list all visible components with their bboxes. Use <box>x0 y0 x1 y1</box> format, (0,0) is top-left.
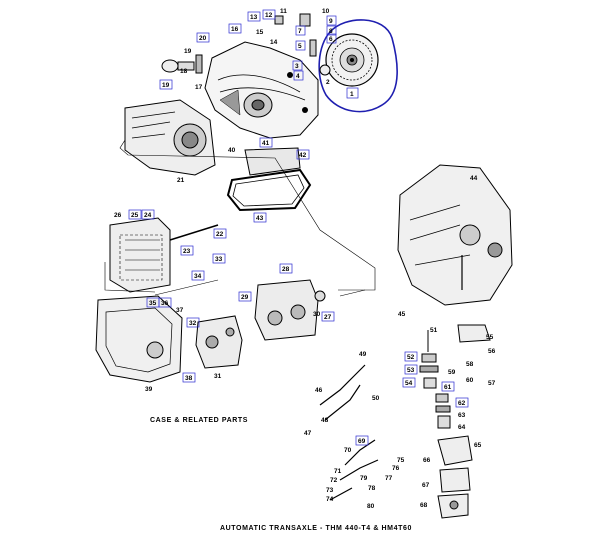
part-label: 49 <box>359 351 367 358</box>
part-label: 79 <box>360 475 368 482</box>
part-label: 11 <box>280 8 287 15</box>
part-label: 65 <box>474 442 482 449</box>
section-caption: CASE & RELATED PARTS <box>150 417 248 424</box>
part-label: 80 <box>367 503 375 510</box>
part-label: 12 <box>265 12 273 19</box>
servo-assembly-drawing <box>195 315 243 369</box>
part-label: 50 <box>372 395 380 402</box>
part-label: 2 <box>326 79 330 86</box>
linkage-drawing <box>319 364 379 501</box>
part-label: 18 <box>180 68 188 75</box>
part-label: 20 <box>199 35 207 42</box>
highlight-loop <box>318 19 398 113</box>
part-label: 73 <box>326 487 334 494</box>
part-label: 5 <box>298 43 302 50</box>
part-label: 55 <box>486 334 494 341</box>
part-label: 71 <box>334 468 342 475</box>
part-label: 9 <box>329 18 333 25</box>
part-label: 64 <box>458 424 466 431</box>
part-label: 14 <box>270 39 278 46</box>
part-label: 39 <box>145 386 153 393</box>
part-label: 32 <box>189 320 197 327</box>
part-label: 4 <box>296 73 300 80</box>
part-label: 13 <box>250 14 258 21</box>
control-valve-body-drawing <box>109 217 219 293</box>
transaxle-case-drawing <box>204 41 319 139</box>
lower-castings-drawing <box>437 435 473 519</box>
part-label: 70 <box>344 447 352 454</box>
accumulator-housing-drawing <box>254 279 326 341</box>
part-label: 76 <box>392 465 400 472</box>
part-label: 41 <box>262 140 270 147</box>
part-label: 74 <box>326 496 334 503</box>
torque-converter-drawing <box>325 33 379 87</box>
part-label: 26 <box>114 212 122 219</box>
part-label: 7 <box>298 28 302 35</box>
part-label: 78 <box>368 485 376 492</box>
part-label: 68 <box>420 502 428 509</box>
part-label: 36 <box>161 300 169 307</box>
part-label: 42 <box>299 152 307 159</box>
part-label: 66 <box>423 457 431 464</box>
part-label: 51 <box>430 327 438 334</box>
part-label: 16 <box>231 26 239 33</box>
part-label: 19 <box>184 48 192 55</box>
part-label: 33 <box>215 256 223 263</box>
oil-pan-drawing <box>95 295 183 383</box>
part-label: 61 <box>444 384 452 391</box>
part-label: 45 <box>398 311 406 318</box>
part-label: 21 <box>177 177 185 184</box>
part-label: 63 <box>458 412 466 419</box>
part-label: 31 <box>214 373 222 380</box>
part-label: 77 <box>385 475 393 482</box>
part-label: 34 <box>194 273 202 280</box>
part-label: 15 <box>256 29 264 36</box>
part-label: 67 <box>422 482 430 489</box>
part-label: 24 <box>144 212 152 219</box>
part-label: 43 <box>256 215 264 222</box>
part-label: 19 <box>162 82 170 89</box>
part-label: 8 <box>329 28 333 35</box>
part-label: 35 <box>149 300 157 307</box>
part-label: 1 <box>350 91 354 98</box>
part-label: 57 <box>488 380 496 387</box>
part-label: 6 <box>329 36 333 43</box>
part-labels: 1 2 3 4 5 6 7 8 9 10 11 12 13 14 15 16 1… <box>114 8 496 510</box>
part-label: 62 <box>458 400 466 407</box>
part-label: 38 <box>185 375 193 382</box>
leader-lines <box>104 139 376 297</box>
part-label: 30 <box>313 311 321 318</box>
figure-title: AUTOMATIC TRANSAXLE - THM 440-T4 & HM4T6… <box>220 525 412 532</box>
part-label: 27 <box>324 314 332 321</box>
part-label: 37 <box>176 307 184 314</box>
part-label: 75 <box>397 457 405 464</box>
part-label: 58 <box>466 361 474 368</box>
part-label: 25 <box>131 212 139 219</box>
part-label: 46 <box>315 387 323 394</box>
part-label: 53 <box>407 367 415 374</box>
part-label: 29 <box>241 294 249 301</box>
part-label: 28 <box>282 266 290 273</box>
part-label: 60 <box>466 377 474 384</box>
part-label: 17 <box>195 84 203 91</box>
part-label: 72 <box>330 477 338 484</box>
part-label: 56 <box>488 348 496 355</box>
part-label: 69 <box>358 438 366 445</box>
part-label: 59 <box>448 369 456 376</box>
filter-gasket-drawing <box>226 147 312 212</box>
part-label: 22 <box>216 231 224 238</box>
part-label: 48 <box>321 417 329 424</box>
valve-body-pump-drawing <box>124 99 216 176</box>
part-label: 3 <box>295 63 299 70</box>
part-label: 47 <box>304 430 312 437</box>
part-label: 23 <box>183 248 191 255</box>
part-label: 40 <box>228 147 236 154</box>
side-case-drawing <box>397 164 513 306</box>
part-label: 44 <box>470 175 478 182</box>
servo-stack-drawing <box>419 324 491 429</box>
part-label: 54 <box>405 380 413 387</box>
part-label: 10 <box>322 8 330 15</box>
part-label: 52 <box>407 354 415 361</box>
